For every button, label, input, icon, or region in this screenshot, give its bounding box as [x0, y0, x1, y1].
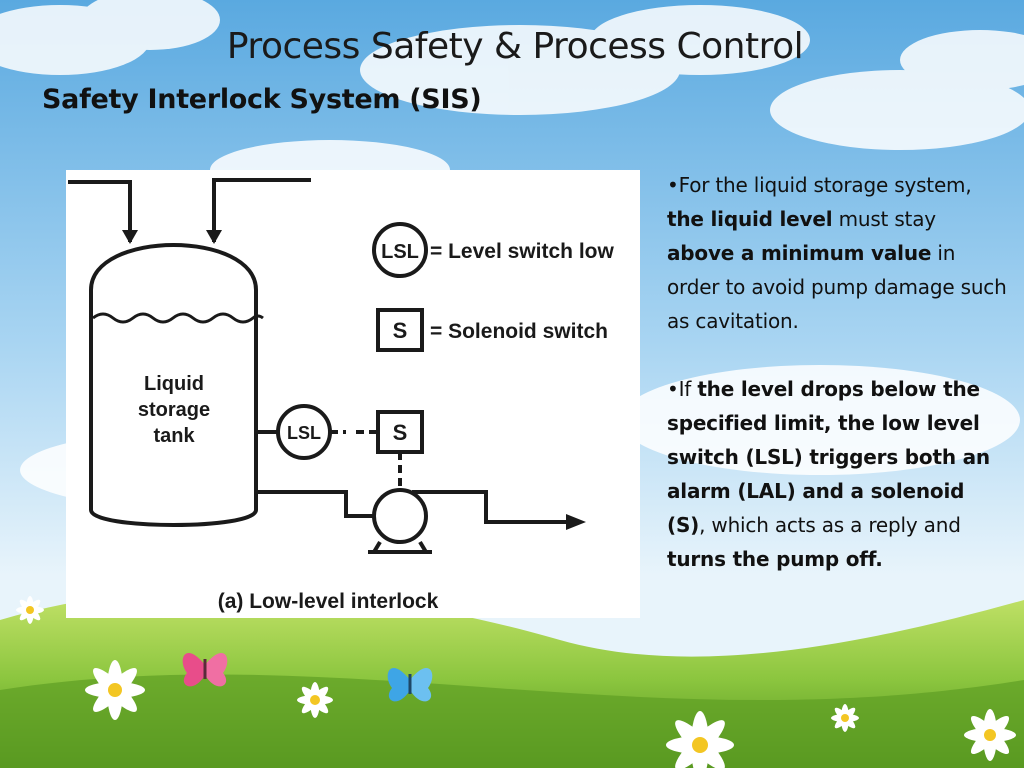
legend-lsl-description: = Level switch low: [430, 240, 614, 263]
lsl-sensor-label: LSL: [287, 423, 321, 443]
legend-s-description: = Solenoid switch: [430, 320, 608, 343]
legend-s-label: S: [393, 318, 408, 343]
butterfly-pink-icon: [182, 653, 228, 687]
outlet-pipe: [256, 490, 376, 518]
bullet-item-2: •If the level drops below the specified …: [667, 377, 990, 571]
legend-lsl-label: LSL: [381, 241, 419, 263]
figure-caption: (a) Low-level interlock: [218, 590, 439, 613]
inlet-pipe-left: [68, 180, 132, 242]
storage-tank: [89, 243, 258, 527]
solenoid-label: S: [393, 420, 408, 445]
daisy-flowers: [16, 596, 1016, 768]
tank-label-line3: tank: [153, 425, 195, 447]
bullet-item-1: •For the liquid storage system, the liqu…: [667, 173, 1007, 333]
bullet-marker: •: [667, 173, 679, 197]
tank-label-line2: storage: [138, 399, 210, 421]
low-level-interlock-diagram: LSL = Level switch low S = Solenoid swit…: [66, 170, 640, 618]
legend-lsl-symbol: [372, 222, 428, 278]
inlet-pipe-right: [212, 178, 311, 242]
liquid-surface: [92, 312, 264, 324]
bullet-list: •For the liquid storage system, the liqu…: [667, 168, 1007, 610]
butterfly-blue-icon: [387, 668, 433, 702]
tank-label-line1: Liquid: [144, 373, 204, 395]
outlet-arrow-icon: [566, 514, 586, 530]
bullet-marker: •: [667, 377, 679, 401]
pump: [372, 488, 428, 544]
slide-subtitle: Safety Interlock System (SIS): [42, 84, 482, 115]
slide-title: Process Safety & Process Control: [226, 26, 804, 67]
legend-s-symbol: [376, 308, 424, 352]
